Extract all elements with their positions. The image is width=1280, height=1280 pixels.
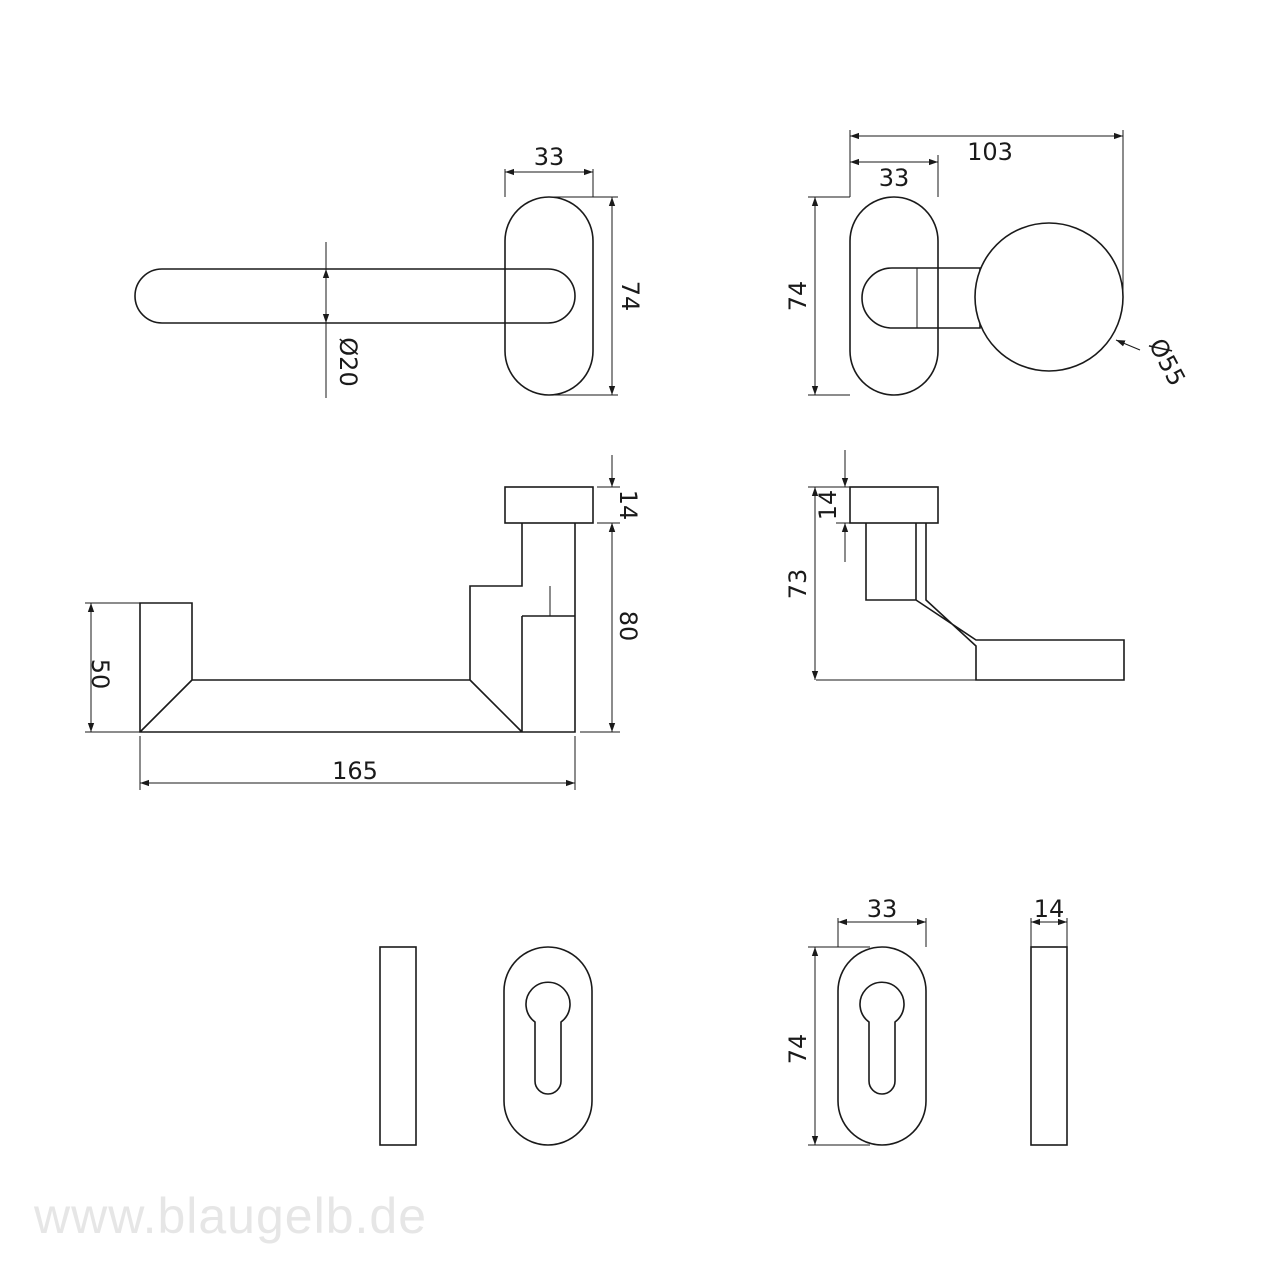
lever-front-handle xyxy=(134,268,576,324)
cylinder-hole xyxy=(525,981,571,1095)
dim-lever-side-rose: 14 xyxy=(614,490,642,521)
dim-lever-front-height: 74 xyxy=(616,281,644,312)
lever-side-view: 14 80 50 165 xyxy=(85,455,642,790)
dim-knob-front-width: 33 xyxy=(879,164,910,192)
dim-lever-side-height: 80 xyxy=(614,611,642,642)
knob-front-rose xyxy=(849,196,939,396)
escutcheon-side xyxy=(379,946,417,1146)
lever-side-rose xyxy=(504,486,594,524)
watermark: www.blaugelb.de xyxy=(33,1188,427,1244)
lever-front-view: 33 74 Ø20 xyxy=(134,143,644,398)
dim-escutcheon-height: 74 xyxy=(784,1034,812,1065)
dim-knob-front-height: 74 xyxy=(784,281,812,312)
cylinder-hole-dim xyxy=(859,981,905,1095)
knob-front-view: 103 33 74 Ø55 xyxy=(784,130,1191,396)
dim-lever-side-length: 165 xyxy=(332,757,378,785)
knob-front-neck xyxy=(861,267,981,329)
escutcheon-front-dim xyxy=(837,946,927,1146)
knob-side-rose xyxy=(849,486,939,524)
lever-front-rose xyxy=(504,196,594,396)
dim-knob-side-height: 73 xyxy=(784,569,812,600)
knob-side-view: 14 73 xyxy=(784,450,1125,681)
dim-lever-front-diameter: Ø20 xyxy=(334,337,362,386)
dim-knob-front-overall: 103 xyxy=(967,138,1013,166)
lever-side-body xyxy=(139,523,576,733)
knob-side-body xyxy=(865,523,1125,681)
dim-lever-front-width: 33 xyxy=(534,143,565,171)
dim-escutcheon-width: 33 xyxy=(867,895,898,923)
dim-lever-side-offset: 50 xyxy=(86,659,114,690)
escutcheon-side-dim xyxy=(1030,946,1068,1146)
dim-knob-side-rose: 14 xyxy=(814,490,842,521)
knob-front-ball xyxy=(974,222,1124,372)
escutcheon-dimensioned-view: 33 74 14 xyxy=(784,895,1068,1146)
escutcheon-plain-view xyxy=(379,946,593,1146)
dim-knob-front-diameter: Ø55 xyxy=(1143,334,1191,391)
dim-escutcheon-thickness: 14 xyxy=(1034,895,1065,923)
escutcheon-front xyxy=(503,946,593,1146)
